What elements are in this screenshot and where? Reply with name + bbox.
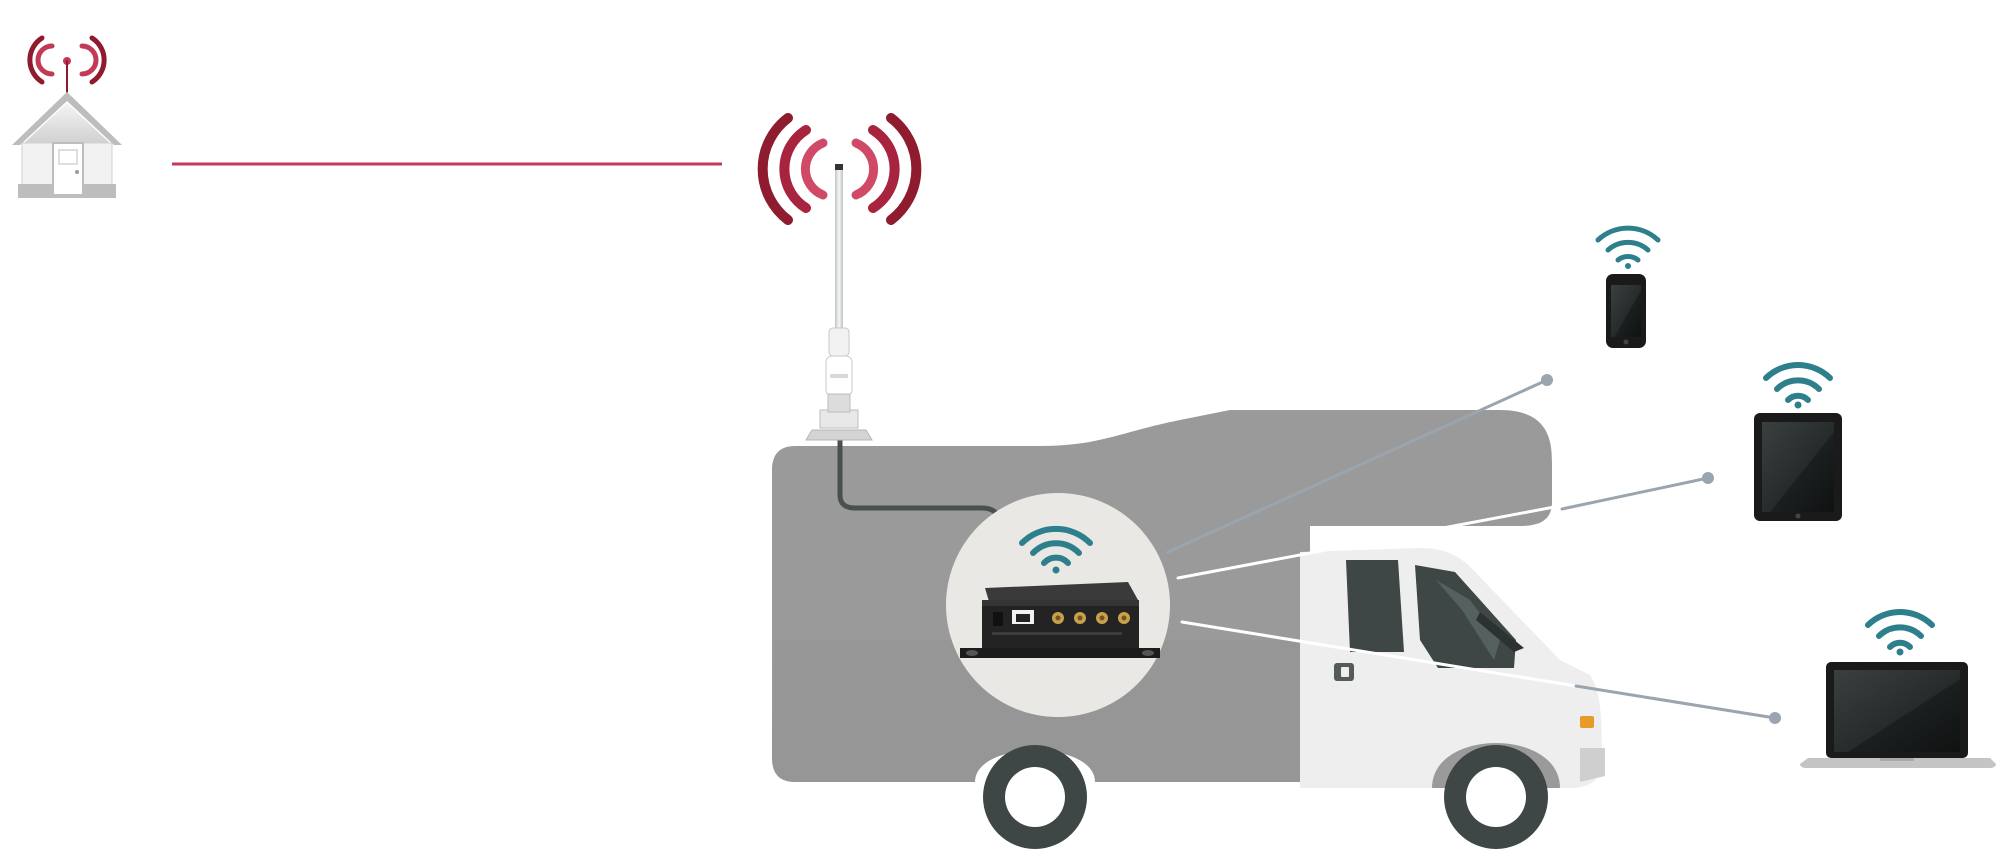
radio-waves-icon	[757, 113, 922, 225]
wifi-icon	[1019, 525, 1093, 574]
wifi-icon	[1865, 609, 1935, 656]
wifi-icon	[1595, 225, 1661, 269]
motorhome-icon	[772, 410, 1605, 849]
radio-waves-icon	[27, 35, 107, 93]
antenna-icon	[757, 113, 1003, 580]
tablet-icon	[1754, 362, 1842, 521]
device-connector-lines	[1166, 374, 1781, 724]
home-icon	[12, 35, 122, 198]
wifi-icon	[1763, 362, 1833, 409]
smartphone-icon	[1595, 225, 1661, 348]
laptop-icon	[1800, 609, 1996, 768]
router-icon	[946, 493, 1170, 717]
front-wheel	[1444, 745, 1548, 849]
rear-wheel	[983, 745, 1087, 849]
